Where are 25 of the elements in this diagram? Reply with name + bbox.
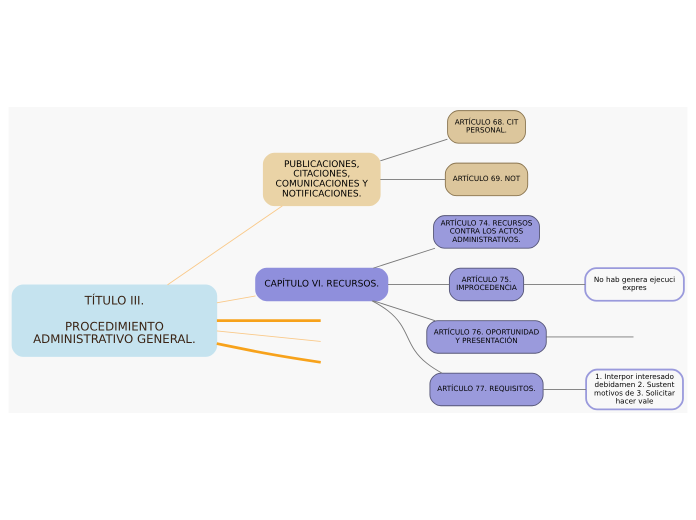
- connector: [380, 178, 446, 180]
- connector: [216, 330, 322, 342]
- connector: [216, 319, 321, 322]
- node-box: 1. Interpor interesado debidamen 2. Sustent motivos de 3. Solicitar hacer vale: [585, 368, 684, 410]
- node-box: TÍTULO III. PROCEDIMIENTO ADMINISTRATIVO GENERAL.: [12, 284, 218, 357]
- connector: [388, 284, 450, 285]
- connector: [372, 248, 436, 269]
- node-box: ARTÍCULO 68. CIT PERSONAL.: [447, 110, 526, 144]
- node-box: ARTÍCULO 69. NOT: [444, 162, 528, 196]
- node-box: No hab genera ejecuci expres: [584, 267, 685, 302]
- connector: [216, 342, 321, 364]
- connector: [167, 205, 283, 286]
- node-box: ARTÍCULO 75. IMPROCEDENCIA: [448, 268, 524, 302]
- connector: [523, 284, 586, 285]
- node-box: ARTÍCULO 74. RECURSOS CONTRA LOS ACTOS ADMINISTRATIVOS.: [433, 215, 540, 249]
- connector: [542, 389, 586, 390]
- node-box: ARTÍCULO 76. OPORTUNIDAD Y PRESENTACIÓN: [426, 320, 547, 354]
- connector: [546, 336, 634, 338]
- node-box: PUBLICACIONES, CITACIONES, COMUNICACIONES Y NOTIFICACIONES.: [262, 152, 381, 206]
- connector: [216, 296, 256, 304]
- connector: [372, 300, 436, 322]
- connector: [380, 138, 448, 162]
- node-box: ARTÍCULO 77. REQUISITOS.: [429, 372, 544, 406]
- node-box: CAPÍTULO VI. RECURSOS.: [255, 268, 388, 302]
- connector: [372, 300, 442, 374]
